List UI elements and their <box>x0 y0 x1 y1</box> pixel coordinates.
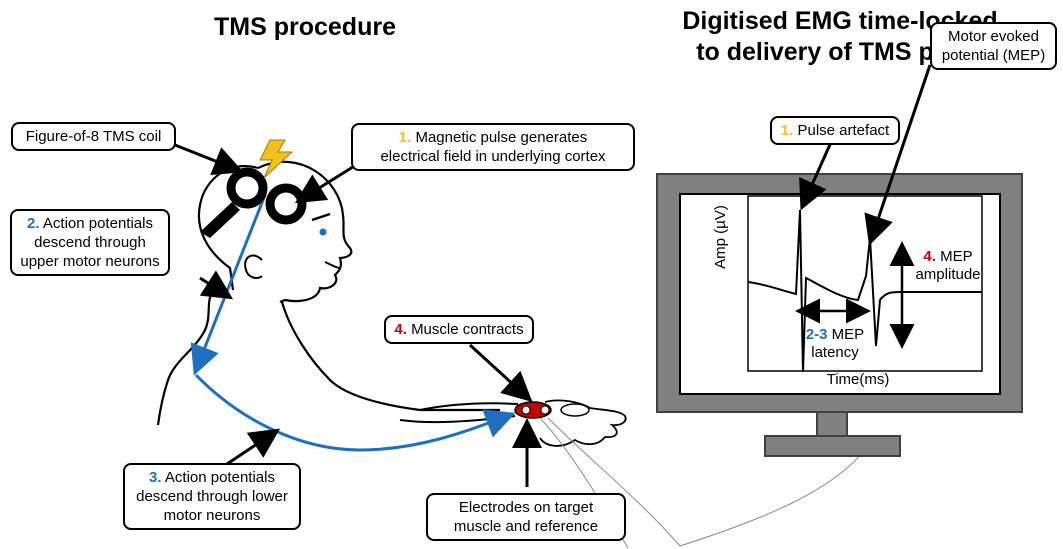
callout-upper-line1: 2. Action potentials <box>18 214 162 233</box>
callout-coil: Figure-of-8 TMS coil <box>11 122 176 151</box>
monitor-cable <box>679 439 873 547</box>
y-axis-label: Amp (µV) <box>712 205 729 269</box>
latency-line1: 2-3 MEP <box>795 326 875 344</box>
callout-upper-line3: upper motor neurons <box>20 253 160 270</box>
callout-muscle-num: 4. <box>394 321 407 338</box>
callout-pulse-text: Pulse artefact <box>797 122 890 139</box>
callout-mep: Motor evoked potential (MEP) <box>930 22 1057 70</box>
left-title: TMS procedure <box>214 13 396 41</box>
lightning-bolt-icon <box>259 139 294 179</box>
figure-8-coil-icon <box>200 167 307 238</box>
callout-lower-line3: motor neurons <box>163 507 261 524</box>
amplitude-line2: amplitude <box>915 266 981 283</box>
callout-coil-text: Figure-of-8 TMS coil <box>25 128 162 145</box>
arrow-pulse <box>799 139 834 211</box>
callout-electrodes: Electrodes on target muscle and referenc… <box>426 493 626 541</box>
callout-upper-num: 2. <box>27 215 40 232</box>
callout-magnetic-line2: electrical field in underlying cortex <box>380 148 606 165</box>
amplitude-text1: MEP <box>940 248 973 265</box>
callout-lower-num: 3. <box>149 469 162 486</box>
callout-mep-line2: potential (MEP) <box>941 47 1046 64</box>
ear <box>244 254 263 279</box>
callout-muscle: 4. Muscle contracts <box>384 315 534 344</box>
callout-lower-line2: descend through lower <box>136 488 288 505</box>
callout-magnetic: 1. Magnetic pulse generates electrical f… <box>351 123 635 171</box>
arrow-coil <box>174 143 244 176</box>
callout-electrodes-line1: Electrodes on target <box>458 499 594 516</box>
amplitude-num: 4. <box>923 248 936 265</box>
electrode-1 <box>521 405 531 415</box>
monitor-neck <box>816 411 848 439</box>
lower-motor-path <box>194 373 516 452</box>
latency-line2: latency <box>811 344 859 361</box>
monitor-screen <box>679 193 1001 395</box>
x-axis-label: Time(ms) <box>826 371 890 388</box>
callout-muscle-text: Muscle contracts <box>411 321 524 338</box>
front-neck <box>280 301 500 412</box>
emg-plot-box <box>747 195 983 372</box>
callout-magnetic-text1: Magnetic pulse generates <box>415 129 588 146</box>
callout-pulse-num: 1. <box>780 122 794 139</box>
latency-num: 2-3 <box>805 326 828 343</box>
mouth <box>324 261 341 269</box>
amplitude-label: 4. MEP amplitude <box>908 248 988 284</box>
callout-pulse: 1. Pulse artefact <box>770 116 900 145</box>
callout-upper-line2: descend through <box>34 234 146 251</box>
monitor-base <box>764 435 901 457</box>
electrode-cable-2 <box>547 417 681 547</box>
latency-label: 2-3 MEP latency <box>795 326 875 362</box>
hand <box>539 399 627 447</box>
callout-mep-line1: Motor evoked <box>948 28 1039 45</box>
arrow-mep <box>864 64 932 246</box>
callout-lower-text1: Action potentials <box>164 469 275 486</box>
callout-upper: 2. Action potentials descend through upp… <box>10 209 170 276</box>
arrow-upper <box>199 270 234 300</box>
callout-magnetic-line1: 1. Magnetic pulse generates <box>359 128 627 147</box>
eye <box>319 228 327 236</box>
latency-text1: MEP <box>831 326 865 343</box>
thumb <box>560 403 590 417</box>
emg-trace <box>747 209 982 373</box>
callout-lower-line1: 3. Action potentials <box>131 468 293 487</box>
callout-upper-text1: Action potentials <box>42 215 153 232</box>
eyebrow <box>311 212 331 222</box>
callout-electrodes-line2: muscle and reference <box>453 518 599 535</box>
arrow-muscle <box>468 343 533 403</box>
amplitude-line1: 4. MEP <box>908 248 988 266</box>
electrode-2 <box>540 405 550 415</box>
neck-back <box>156 289 215 426</box>
callout-magnetic-num: 1. <box>398 129 412 146</box>
forearm-upper <box>419 402 519 411</box>
callout-lower: 3. Action potentials descend through low… <box>123 463 301 530</box>
